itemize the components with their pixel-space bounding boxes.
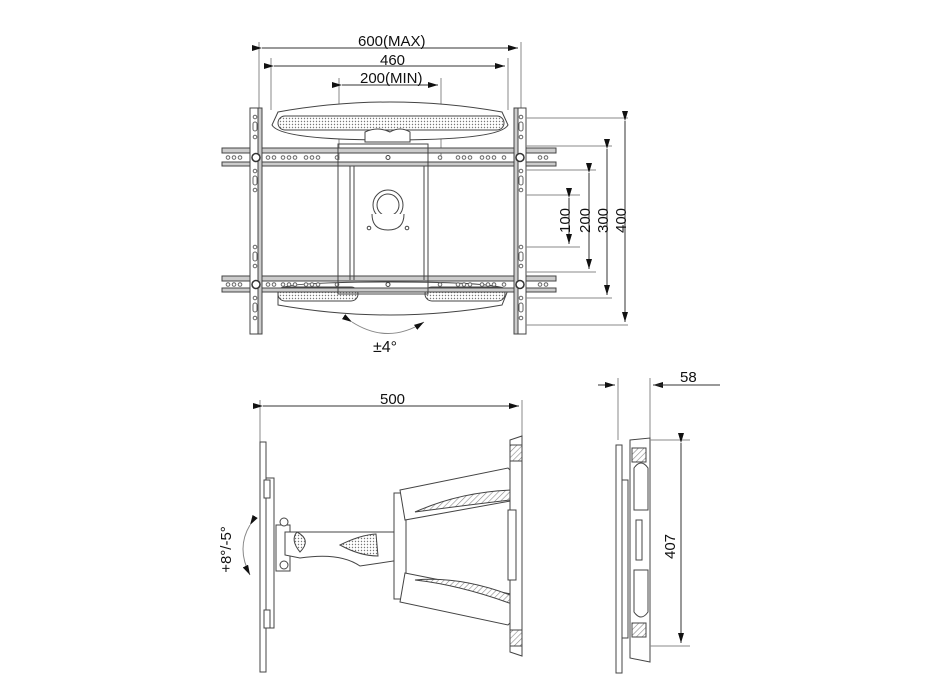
dim-height-100: 100 xyxy=(557,207,575,234)
side-view xyxy=(242,400,523,673)
dim-width-min: 200(MIN) xyxy=(360,70,423,87)
dim-height-400: 400 xyxy=(613,207,631,234)
dim-width-mid: 460 xyxy=(380,52,406,69)
dim-depth: 58 xyxy=(680,369,697,386)
rotation-angle-label: ±4° xyxy=(373,339,398,356)
dim-folded-height: 407 xyxy=(662,533,680,560)
tilt-angle-label: +8°/-5° xyxy=(217,526,235,573)
front-view xyxy=(221,42,628,335)
dim-height-300: 300 xyxy=(595,207,613,234)
dim-width-max: 600(MAX) xyxy=(358,33,426,50)
folded-view xyxy=(598,378,720,674)
dim-height-200: 200 xyxy=(577,207,595,234)
dim-extension: 500 xyxy=(380,391,406,408)
